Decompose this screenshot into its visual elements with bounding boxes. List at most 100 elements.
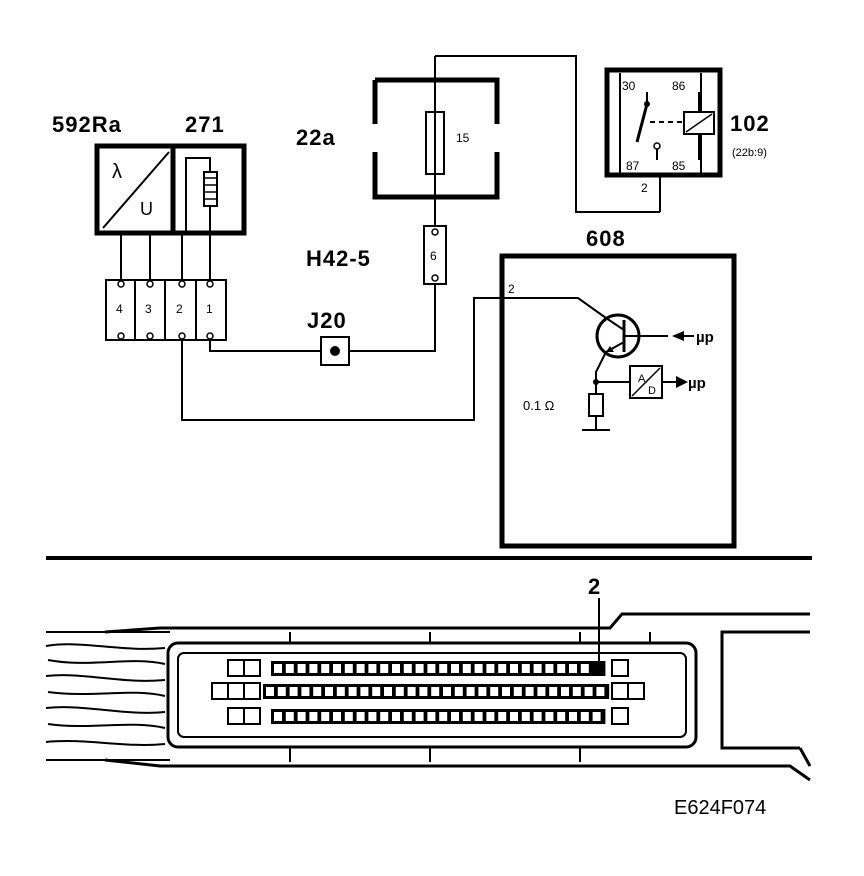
shunt-resistor-value: 0.1 Ω bbox=[523, 398, 555, 413]
connector-pin-cavity bbox=[545, 712, 554, 721]
connector-pin-cavity bbox=[451, 712, 459, 721]
connector-pin-cavity bbox=[572, 687, 581, 696]
connector-pin-cavity bbox=[557, 712, 566, 721]
connector-pin-cavity bbox=[285, 712, 294, 721]
pin-row-frame bbox=[271, 661, 606, 676]
connector-pin-cavity bbox=[525, 687, 534, 696]
connector-pin-cavity bbox=[384, 687, 392, 696]
connector-pin-cavity bbox=[513, 687, 522, 696]
connector-pin-cavity bbox=[502, 687, 510, 696]
adc-d-label: D bbox=[648, 385, 656, 397]
connector-pin-cavity bbox=[344, 712, 353, 721]
connector-pin-cavity bbox=[486, 664, 495, 673]
wires bbox=[181, 55, 660, 421]
connector-pin-cavity bbox=[466, 687, 475, 696]
pin-callout-label: 2 bbox=[588, 574, 601, 599]
connector-pin-cavity bbox=[333, 712, 341, 721]
ecu: 608 2 µp A D µp bbox=[499, 226, 737, 549]
connector-pin-3: 3 bbox=[145, 302, 152, 316]
ecu-ref-label: 608 bbox=[586, 226, 626, 251]
connector-pin-cavity bbox=[474, 664, 483, 673]
connector-pin-cavity bbox=[584, 687, 593, 696]
connector-pin-cavity bbox=[415, 712, 424, 721]
connector-pin-cavity bbox=[474, 712, 483, 721]
connector-pin-cavity bbox=[592, 664, 601, 673]
sensor-pin-ref-label: 271 bbox=[185, 112, 225, 137]
connector-pin-cavity bbox=[336, 687, 345, 696]
connector-pin-cavity bbox=[419, 687, 428, 696]
relay-coil-icon bbox=[683, 92, 715, 160]
connector-pin-cavity bbox=[285, 664, 294, 673]
connector-pin-cavity bbox=[521, 664, 530, 673]
ecu-input-pin: 2 bbox=[508, 282, 515, 296]
sensor-ref-label: 592Ra bbox=[52, 112, 122, 137]
connector-pin-cavity bbox=[498, 664, 507, 673]
relay: 30 86 87 85 102 (22b:9) 2 bbox=[604, 67, 769, 212]
connector-pin-cavity bbox=[580, 664, 589, 673]
connector-pin-cavity bbox=[297, 664, 306, 673]
connector-pin-cavity bbox=[309, 664, 318, 673]
fuse-number: 15 bbox=[456, 131, 470, 145]
connector-pin-cavity bbox=[510, 712, 518, 721]
voltage-symbol: U bbox=[140, 199, 153, 219]
connector-pin-cavity bbox=[380, 712, 389, 721]
connector-pin-cavity bbox=[395, 687, 404, 696]
connector-pin-cavity bbox=[533, 664, 542, 673]
connector-pin-cavity bbox=[344, 664, 353, 673]
connector-pin-cavity bbox=[321, 712, 330, 721]
shunt-resistor-icon bbox=[582, 382, 610, 431]
relay-location-label: (22b:9) bbox=[732, 147, 767, 159]
connector-pin-cavity bbox=[266, 687, 274, 696]
connector-pin-cavity bbox=[274, 664, 282, 673]
fuse-box: 22a 15 bbox=[296, 56, 500, 230]
relay-pin-85: 85 bbox=[672, 159, 686, 173]
connector-pin-cavity bbox=[592, 712, 601, 721]
splice: J20 bbox=[307, 308, 350, 366]
figure-id: E624F074 bbox=[674, 797, 766, 819]
connector-pin-4: 4 bbox=[116, 302, 123, 316]
pin-row-frame bbox=[271, 709, 606, 724]
connector-pin-cavity bbox=[533, 712, 542, 721]
inline-connector: H42-5 6 bbox=[306, 225, 447, 285]
splice-ref-label: J20 bbox=[307, 308, 347, 333]
connector-pin-cavity bbox=[356, 664, 365, 673]
ecu-connector-view: 2 bbox=[45, 574, 812, 782]
connector-pin-cavity bbox=[277, 687, 286, 696]
transistor-icon bbox=[595, 313, 694, 359]
relay-pin-2: 2 bbox=[641, 181, 648, 195]
connector-pin-cavity bbox=[427, 712, 436, 721]
connector-pin-cavity bbox=[545, 664, 554, 673]
connector-pin-cavity bbox=[439, 664, 448, 673]
connector-pin-cavity bbox=[368, 664, 377, 673]
relay-pin-87: 87 bbox=[626, 159, 640, 173]
connector-end-keys bbox=[211, 659, 645, 725]
connector-pin-cavity bbox=[557, 664, 566, 673]
mu-p-top: µp bbox=[696, 329, 714, 346]
connector-pin-cavity bbox=[274, 712, 282, 721]
connector-pin-cavity bbox=[348, 687, 357, 696]
connector-pin-cavity bbox=[569, 712, 577, 721]
connector-pin-cavity bbox=[486, 712, 495, 721]
connector-pin-1: 1 bbox=[206, 302, 213, 316]
connector-pin-cavity bbox=[360, 687, 369, 696]
heater-resistor-icon bbox=[185, 157, 218, 233]
connector-pin-cavity bbox=[521, 712, 530, 721]
relay-pin-30: 30 bbox=[622, 79, 636, 93]
connector-pin-cavity bbox=[431, 687, 440, 696]
adc-icon: A D bbox=[629, 365, 663, 399]
connector-pin-cavity bbox=[439, 712, 448, 721]
connector-pin-cavity bbox=[478, 687, 487, 696]
connector-pin-cavity bbox=[321, 664, 330, 673]
sensor-connector: 4 3 2 1 bbox=[105, 279, 227, 341]
connector-pin-cavity bbox=[580, 712, 589, 721]
connector-pin-cavity bbox=[372, 687, 381, 696]
connector-pin-cavity bbox=[569, 664, 577, 673]
connector-pin-rows bbox=[263, 661, 610, 724]
connector-pin-cavity bbox=[454, 687, 463, 696]
connector-pin-cavity bbox=[289, 687, 298, 696]
connector-pin-cavity bbox=[368, 712, 377, 721]
connector-pin-cavity bbox=[356, 712, 365, 721]
inline-connector-ref-label: H42-5 bbox=[306, 246, 371, 271]
connector-pin-cavity bbox=[561, 687, 569, 696]
